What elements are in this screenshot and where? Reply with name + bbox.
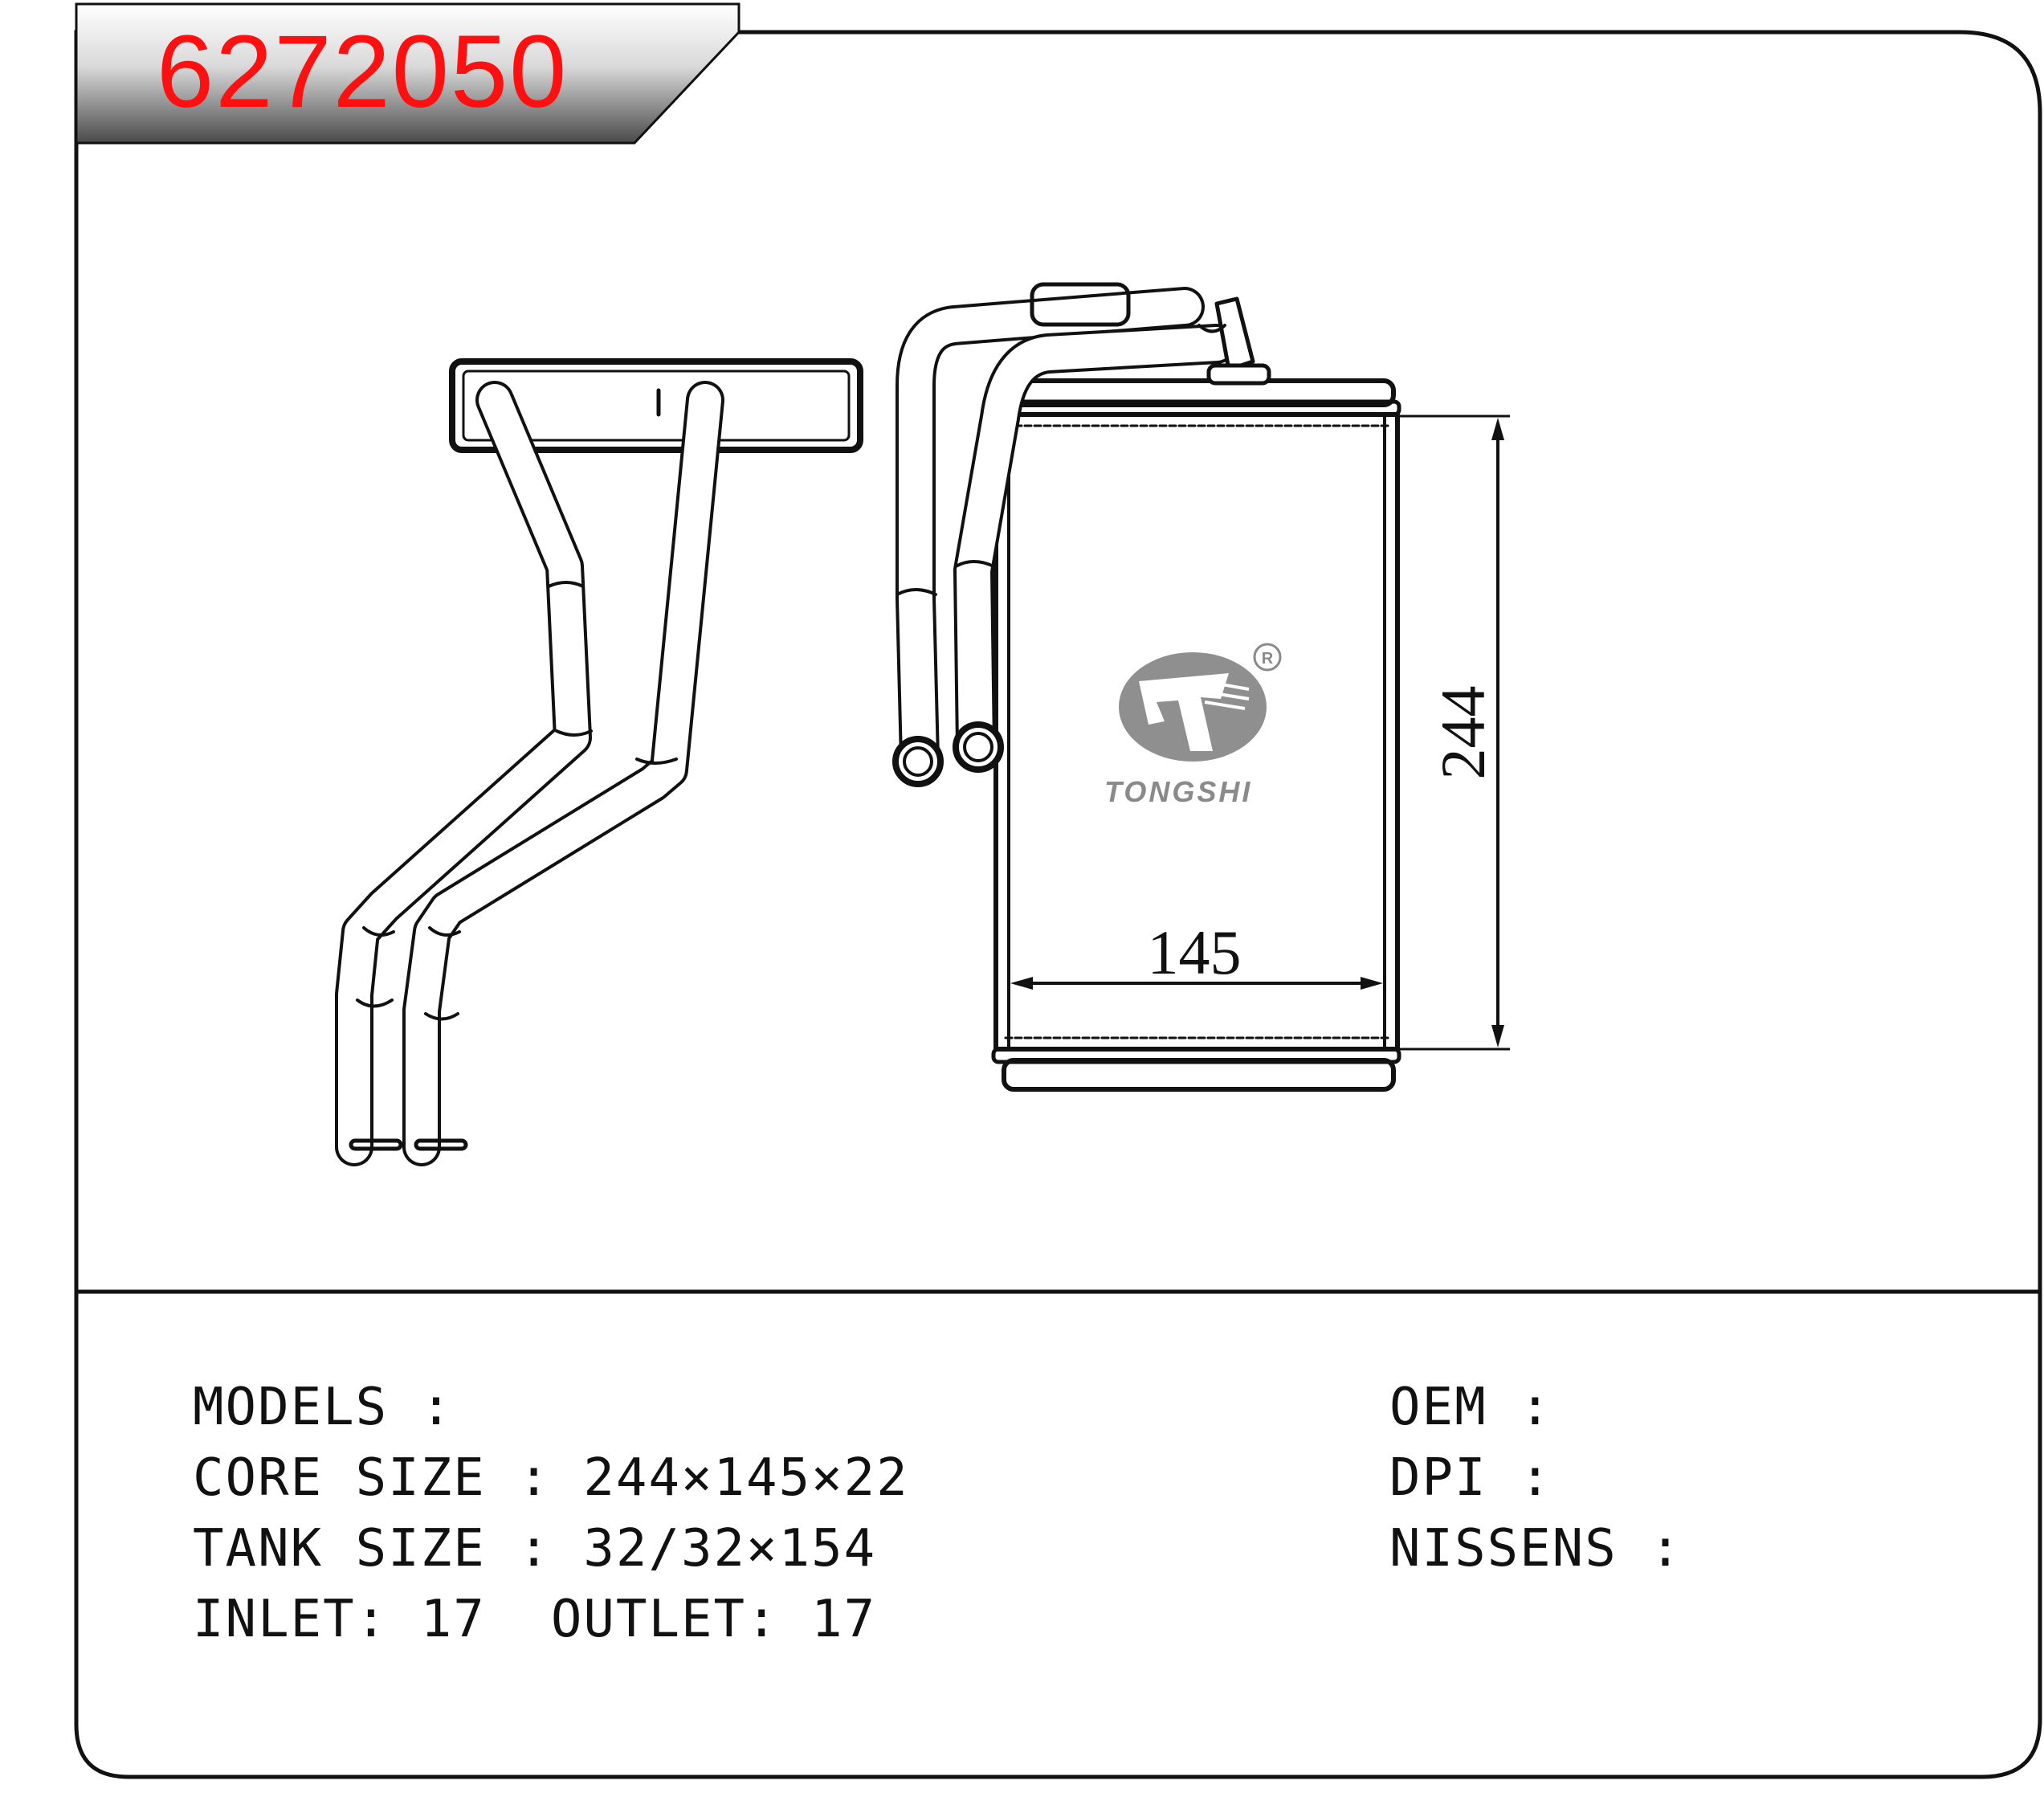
dimension-width: 145 [1010, 917, 1383, 990]
spec-oem: OEM : [1389, 1378, 1552, 1437]
header-banner [75, 2, 740, 145]
part-number: 6272050 [157, 14, 569, 129]
registered-mark-icon [1253, 643, 1282, 672]
dimension-width-label: 145 [1148, 917, 1242, 987]
tongshi-logo: R TONGSHI [1104, 643, 1282, 808]
spec-tank-size: TANK SIZE : 32/32×154 [193, 1519, 877, 1578]
side-view-drawing [335, 358, 863, 1166]
spec-nissens: NISSENS : [1389, 1519, 1683, 1578]
logo-text: TONGSHI [1104, 775, 1252, 808]
dimension-height: 244 [1399, 415, 1510, 1051]
spec-core-size: CORE SIZE : 244×145×22 [193, 1448, 909, 1508]
spec-dpi: DPI : [1389, 1448, 1552, 1508]
svg-text:R: R [1262, 650, 1274, 668]
front-view-drawing [892, 282, 1401, 1092]
spec-models: MODELS : [193, 1378, 454, 1437]
dimension-height-label: 244 [1428, 686, 1498, 780]
spec-inlet-outlet: INLET: 17 OUTLET: 17 [193, 1590, 877, 1649]
sheet-frame [74, 30, 2042, 1779]
side-view-tank [449, 358, 863, 453]
